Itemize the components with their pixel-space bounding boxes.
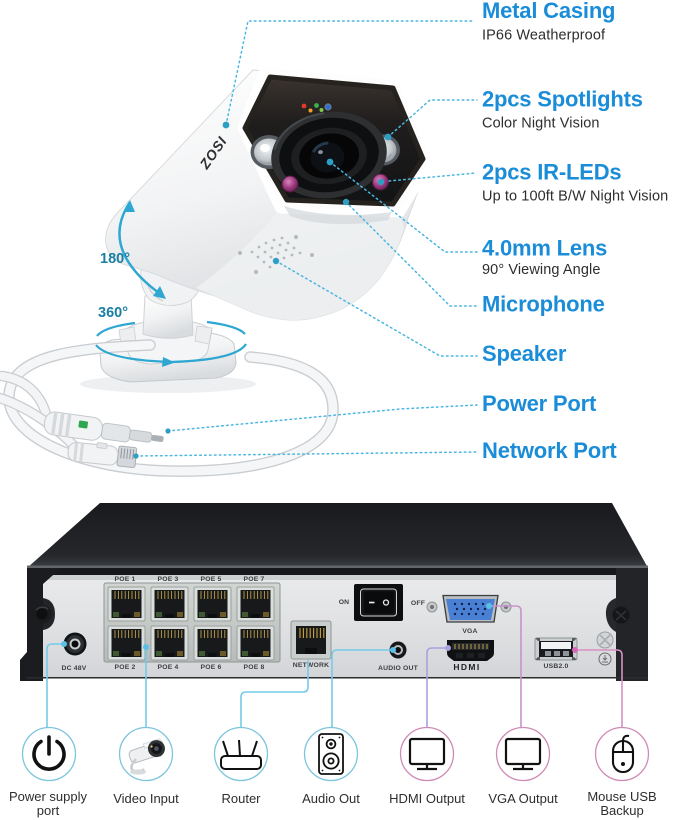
svg-text:Router: Router xyxy=(221,791,261,806)
svg-text:Microphone: Microphone xyxy=(482,292,605,317)
svg-text:AUDIO OUT: AUDIO OUT xyxy=(378,665,419,672)
svg-text:Up to 100ft B/W Night Vision: Up to 100ft B/W Night Vision xyxy=(482,189,668,205)
svg-text:POE 3: POE 3 xyxy=(157,576,178,583)
svg-text:POE 6: POE 6 xyxy=(200,664,221,671)
svg-text:Backup: Backup xyxy=(600,803,643,818)
svg-text:POE 7: POE 7 xyxy=(243,576,264,583)
svg-text:OFF: OFF xyxy=(411,600,425,607)
svg-text:Color Night Vision: Color Night Vision xyxy=(482,116,600,132)
svg-text:2pcs Spotlights: 2pcs Spotlights xyxy=(482,87,643,112)
svg-text:VGA Output: VGA Output xyxy=(488,791,558,806)
svg-text:Video Input: Video Input xyxy=(113,791,179,806)
svg-text:4.0mm Lens: 4.0mm Lens xyxy=(482,236,607,261)
svg-text:Metal Casing: Metal Casing xyxy=(482,0,615,23)
svg-text:Power supply: Power supply xyxy=(9,789,88,804)
svg-text:VGA: VGA xyxy=(462,628,477,635)
svg-text:port: port xyxy=(37,803,60,818)
svg-text:Audio Out: Audio Out xyxy=(302,791,360,806)
svg-text:2pcs IR-LEDs: 2pcs IR-LEDs xyxy=(482,160,621,185)
svg-text:USB2.0: USB2.0 xyxy=(544,663,569,670)
svg-text:NETWORK: NETWORK xyxy=(293,662,330,669)
svg-text:Power Port: Power Port xyxy=(482,391,597,416)
svg-text:ON: ON xyxy=(339,599,350,606)
svg-text:360°: 360° xyxy=(98,305,128,321)
svg-text:HDMI: HDMI xyxy=(453,662,480,672)
svg-text:POE 8: POE 8 xyxy=(243,664,264,671)
svg-text:POE 5: POE 5 xyxy=(200,576,221,583)
svg-text:IP66 Weatherproof: IP66 Weatherproof xyxy=(482,28,606,44)
svg-text:HDMI Output: HDMI Output xyxy=(389,791,465,806)
svg-text:Network Port: Network Port xyxy=(482,438,617,463)
svg-text:POE 4: POE 4 xyxy=(157,664,178,671)
svg-text:Speaker: Speaker xyxy=(482,341,567,366)
svg-text:Mouse USB: Mouse USB xyxy=(587,789,656,804)
svg-text:POE 1: POE 1 xyxy=(114,576,135,583)
svg-text:180°: 180° xyxy=(100,251,130,267)
svg-text:DC 48V: DC 48V xyxy=(62,665,87,672)
svg-text:90° Viewing Angle: 90° Viewing Angle xyxy=(482,262,601,278)
svg-text:POE 2: POE 2 xyxy=(114,664,135,671)
